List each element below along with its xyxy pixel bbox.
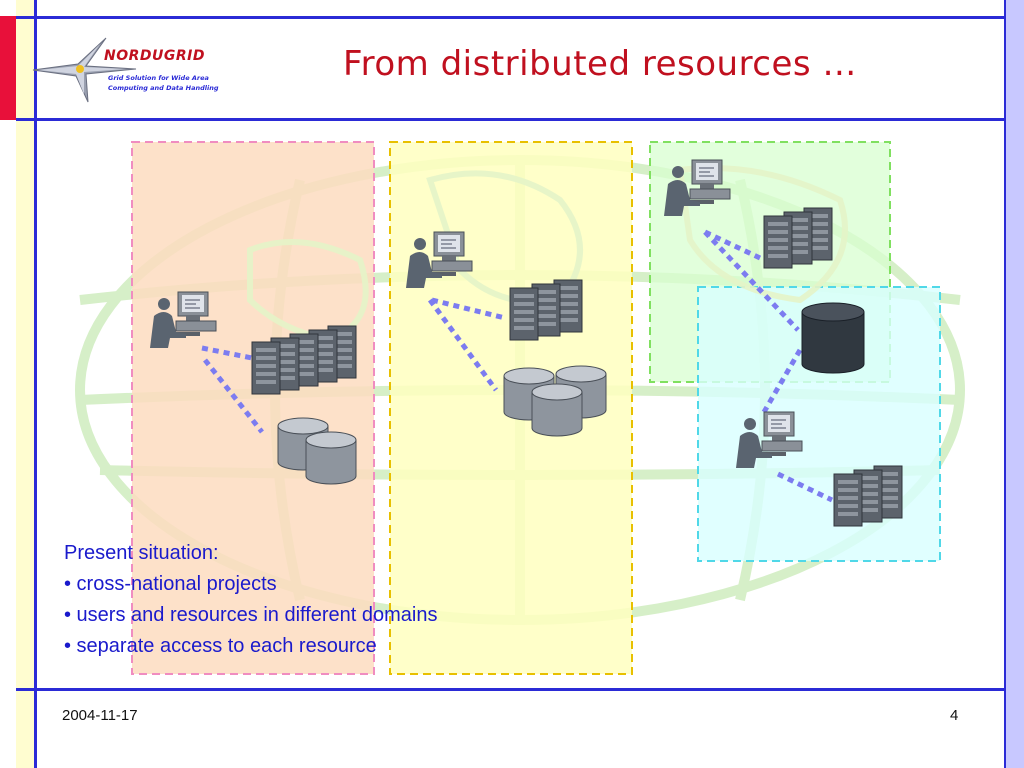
left-strip bbox=[16, 0, 34, 768]
logo-name: NORDUGRID bbox=[104, 48, 205, 64]
top-border-line bbox=[16, 16, 1007, 19]
bullets-heading: Present situation: bbox=[64, 542, 219, 564]
nordugrid-star-icon bbox=[32, 37, 137, 103]
server-rack-icon bbox=[509, 279, 583, 341]
footer-date: 2004-11-17 bbox=[62, 707, 138, 724]
footer-divider bbox=[16, 688, 1007, 691]
storage-disk-icon bbox=[801, 302, 865, 374]
bullet-item: • cross-national projects bbox=[64, 573, 277, 595]
header-divider bbox=[16, 118, 1007, 121]
lower-right-decor bbox=[1006, 0, 1024, 768]
situation-bullets: Present situation: • cross-national proj… bbox=[64, 538, 438, 662]
server-rack-icon bbox=[763, 207, 833, 269]
logo-tagline-1: Grid Solution for Wide Area bbox=[108, 74, 209, 82]
server-rack-icon bbox=[833, 465, 903, 527]
bullet-item: • separate access to each resource bbox=[64, 635, 377, 657]
left-strip-upper bbox=[16, 0, 32, 16]
slide-title: From distributed resources … bbox=[343, 44, 857, 84]
logo-tagline-2: Computing and Data Handling bbox=[108, 84, 219, 92]
left-border-line bbox=[34, 0, 37, 768]
bullet-item: • users and resources in different domai… bbox=[64, 604, 438, 626]
red-accent-block bbox=[0, 16, 16, 120]
domain-region-orange bbox=[131, 141, 375, 675]
right-border-line bbox=[1004, 0, 1007, 768]
page-number: 4 bbox=[950, 707, 959, 724]
